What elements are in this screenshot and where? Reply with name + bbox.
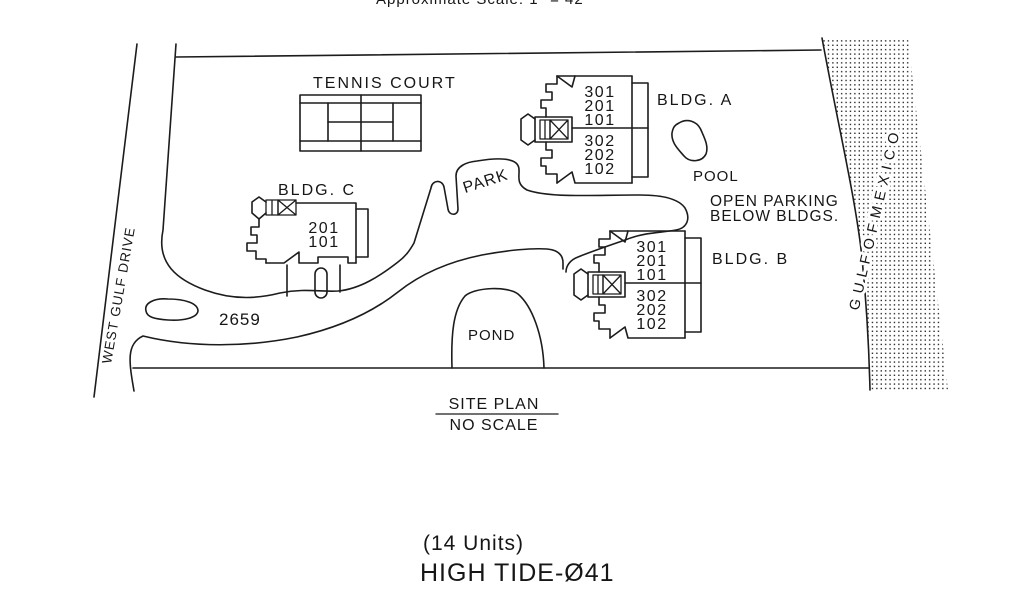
entrance-island <box>144 298 199 321</box>
building-b-unit: 302 <box>636 288 667 305</box>
building-b-unit: 102 <box>636 316 667 333</box>
building-a-unit: 301 <box>584 84 615 101</box>
building-a-unit: 201 <box>584 98 615 115</box>
tennis-court-label: TENNIS COURT <box>313 75 457 92</box>
building-a-unit: 302 <box>584 133 615 150</box>
building-b-unit: 301 <box>636 239 667 256</box>
open-parking-note-line2: BELOW BLDGS. <box>710 208 839 225</box>
building-b-unit: 101 <box>636 267 667 284</box>
gulf-stipple-band <box>822 38 948 390</box>
park-label: PARK <box>461 166 510 197</box>
building-a-label: BLDG. A <box>657 92 733 109</box>
pool-label: POOL <box>693 168 739 185</box>
plan-scale: NO SCALE <box>450 417 539 434</box>
street-number-label: 2659 <box>219 310 261 329</box>
open-parking-note-line1: OPEN PARKING <box>710 193 839 210</box>
project-title: HIGH TIDE-Ø41 <box>420 559 615 587</box>
building-b-unit: 201 <box>636 253 667 270</box>
pool-outline <box>671 119 708 162</box>
parking-stall-divider <box>314 267 328 299</box>
west-gulf-drive-label: WEST GULF DRIVE <box>99 226 138 365</box>
building-a-unit: 102 <box>584 161 615 178</box>
units-count-title: (14 Units) <box>423 532 524 555</box>
north-boundary-line <box>175 49 822 58</box>
building-a-unit: 202 <box>584 147 615 164</box>
building-b-label: BLDG. B <box>712 251 789 268</box>
tennis-court <box>299 94 422 152</box>
building-c-label: BLDG. C <box>278 182 356 199</box>
building-c-unit: 101 <box>308 234 339 251</box>
building-b-unit: 202 <box>636 302 667 319</box>
road-left-edge <box>93 43 138 398</box>
building-c-unit: 201 <box>308 220 339 237</box>
pond-outline <box>450 287 545 369</box>
building-a-unit: 101 <box>584 112 615 129</box>
pond-label: POND <box>468 327 515 344</box>
plan-title: SITE PLAN <box>449 396 540 413</box>
shoreline <box>821 37 871 391</box>
scale-note-text: Approximate Scale: 1" = 42' <box>376 0 588 8</box>
lower-drive-edge <box>129 247 564 392</box>
building-c-outline <box>246 196 369 264</box>
